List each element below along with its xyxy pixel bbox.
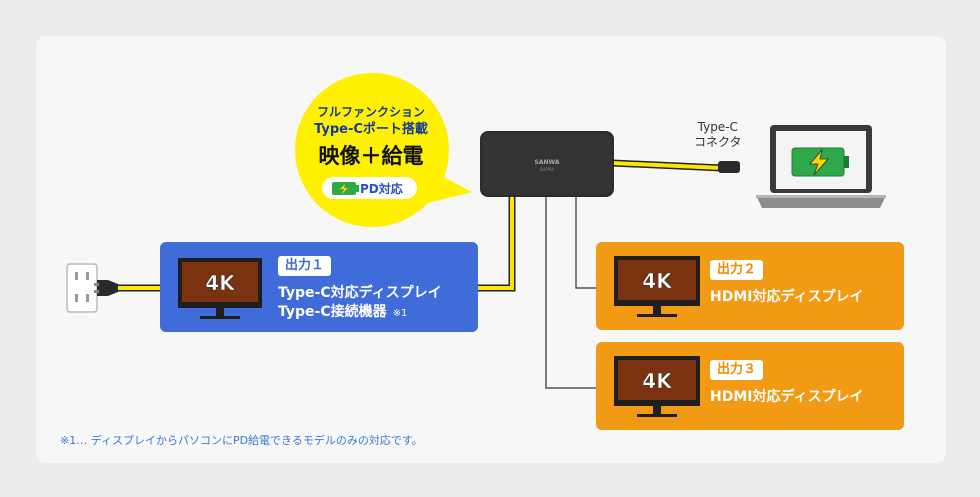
monitor-4k-1-front: 4K	[178, 258, 262, 319]
monitor-2-label: 4K	[642, 269, 673, 293]
hub-brand-sub: SUPPLY	[540, 167, 555, 172]
connector-label-line1: Type-C	[697, 120, 738, 134]
power-plug-icon	[94, 280, 118, 296]
output2-line1: HDMI対応ディスプレイ	[710, 289, 864, 305]
connector-label-line2: コネクタ	[694, 135, 742, 149]
output1-line2: Type-C接続機器	[278, 304, 387, 320]
monitor-1-label: 4K	[205, 271, 236, 295]
bubble-line3: 映像＋給電	[318, 144, 424, 168]
output1-description: Type-C対応ディスプレイ Type-C接続機器 ※1	[278, 284, 442, 323]
output1-line1: Type-C対応ディスプレイ	[278, 285, 442, 301]
hdmi-cable-3	[545, 196, 612, 389]
footnote: ※1… ディスプレイからパソコンにPD給電できるモデルのみの対応です。	[60, 434, 423, 447]
lightning-icon	[809, 149, 829, 176]
output1-badge: 出力１	[278, 256, 332, 276]
battery-icon	[791, 147, 849, 177]
output1-note: ※1	[392, 308, 408, 319]
output2-badge: 出力２	[710, 260, 764, 280]
type-c-connector-plug	[718, 161, 740, 173]
bubble-line1: フルファンクション	[316, 105, 425, 119]
pd-badge-label: PD対応	[360, 182, 403, 196]
monitor-3-label: 4K	[642, 369, 673, 393]
monitor-4k-3-front: 4K	[614, 356, 700, 417]
type-c-connector-label: Type-C コネクタ	[694, 120, 742, 150]
bubble-line2: Type-Cポート搭載	[314, 122, 428, 137]
usb-hub-device: SANWA SUPPLY	[480, 131, 614, 197]
output3-badge: 出力３	[710, 360, 764, 380]
monitor-4k-2-front: 4K	[614, 256, 700, 317]
output3-line1: HDMI対応ディスプレイ	[710, 389, 864, 405]
hub-brand: SANWA	[535, 159, 560, 166]
